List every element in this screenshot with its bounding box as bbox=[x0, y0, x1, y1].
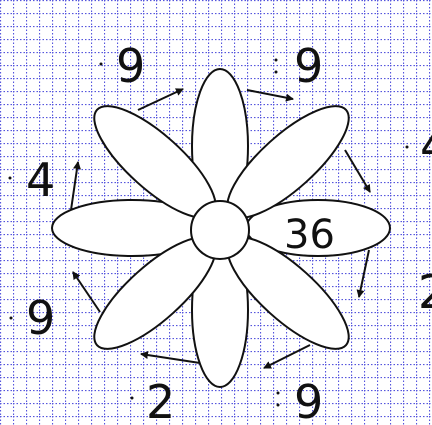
dot bbox=[131, 397, 134, 400]
dot bbox=[277, 392, 280, 395]
petal-number: 9 bbox=[294, 375, 323, 425]
flower-center bbox=[191, 201, 249, 259]
dot bbox=[10, 317, 13, 320]
dot bbox=[275, 59, 278, 62]
petal-number: 2 bbox=[146, 375, 175, 425]
petal-number: 9 bbox=[116, 39, 145, 93]
dot bbox=[100, 63, 103, 66]
petal-number: 2 bbox=[418, 265, 432, 319]
petal-number: 4 bbox=[420, 119, 432, 173]
dot bbox=[275, 71, 278, 74]
center-value: 36 bbox=[284, 212, 335, 258]
dot bbox=[277, 404, 280, 407]
petal-number: 9 bbox=[26, 291, 55, 345]
dot bbox=[9, 177, 12, 180]
petal-number: 9 bbox=[294, 39, 323, 93]
petal-number: 4 bbox=[26, 153, 55, 207]
dot bbox=[406, 146, 409, 149]
